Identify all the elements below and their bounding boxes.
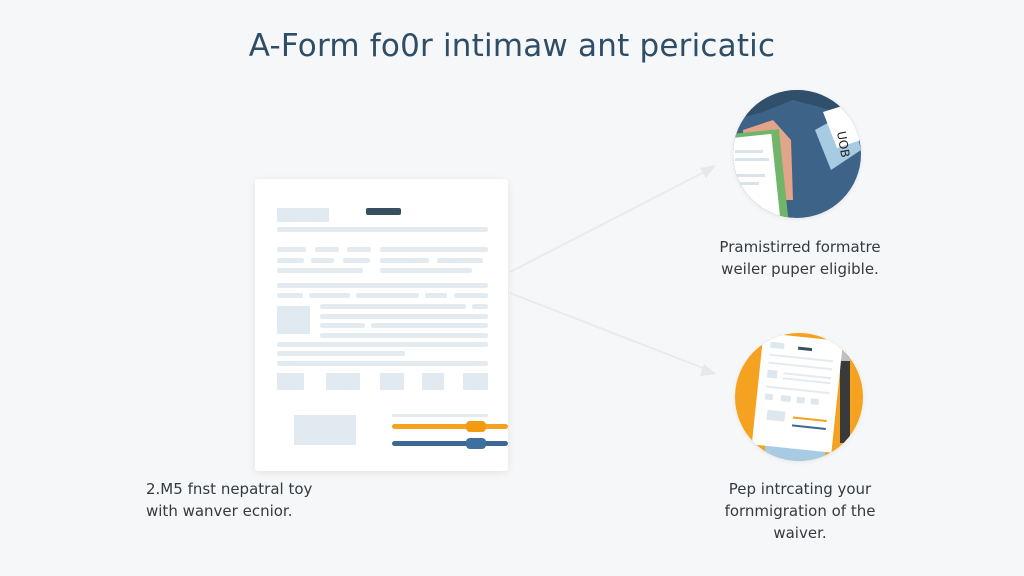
- blue-slider[interactable]: [392, 441, 508, 446]
- form-line: [472, 304, 488, 309]
- form-checkbox[interactable]: [277, 373, 304, 390]
- form-line: [356, 293, 419, 298]
- left-caption: 2.M5 fnst nepatral toy with wanver ecnio…: [146, 478, 312, 522]
- form-header-mark: [366, 208, 401, 215]
- form-line: [454, 293, 488, 298]
- form-line: [425, 293, 447, 298]
- page-title: A-Form fo0r intimaw ant pericatic: [248, 28, 776, 64]
- caption-line: waiver.: [773, 524, 827, 542]
- form-line: [315, 247, 339, 252]
- form-line: [277, 258, 304, 263]
- form-line: [277, 268, 363, 273]
- caption-line: weiler puper eligible.: [721, 260, 879, 278]
- form-line: [392, 414, 488, 417]
- form-line: [277, 361, 488, 366]
- form-line: [277, 283, 488, 288]
- form-line: [311, 258, 334, 263]
- hand-holding-form-icon: UOB: [733, 90, 861, 218]
- form-line: [320, 333, 488, 338]
- svg-text:UOB: UOB: [834, 130, 852, 158]
- form-line: [347, 247, 371, 252]
- caption-line: fornmigration of the: [724, 502, 876, 520]
- form-line: [277, 247, 306, 252]
- form-line: [380, 268, 472, 273]
- form-line: [277, 342, 488, 347]
- form-checkbox[interactable]: [422, 373, 444, 390]
- caption-line: 2.M5 fnst nepatral toy: [146, 480, 313, 498]
- form-line: [277, 293, 303, 298]
- form-line: [277, 227, 488, 232]
- form-document-icon: [735, 333, 863, 461]
- bottom-right-caption: Pep intrcating your fornmigration of the…: [712, 478, 888, 544]
- form-checkbox[interactable]: [326, 373, 360, 390]
- form-line: [380, 258, 429, 263]
- form-document: [255, 179, 508, 471]
- blue-slider-handle[interactable]: [466, 438, 486, 449]
- caption-line: Pep intrcating your: [728, 480, 872, 498]
- form-line: [277, 351, 405, 356]
- signature-box[interactable]: [294, 415, 356, 445]
- orange-slider-handle[interactable]: [466, 421, 486, 432]
- form-line: [320, 304, 466, 309]
- form-checkbox[interactable]: [463, 373, 488, 390]
- form-line: [320, 314, 488, 319]
- form-line: [320, 323, 365, 328]
- arrow-head-icon: [700, 364, 716, 376]
- caption-line: with wanver ecnior.: [146, 502, 293, 520]
- arrow-head-icon: [700, 165, 716, 178]
- form-checkbox[interactable]: [380, 373, 404, 390]
- form-line: [309, 293, 350, 298]
- orange-slider[interactable]: [392, 424, 508, 429]
- form-photo-placeholder: [277, 306, 310, 334]
- form-line: [371, 323, 488, 328]
- form-line: [343, 258, 370, 263]
- top-right-caption: Pramistirred formatre weiler puper eligi…: [712, 236, 888, 280]
- form-line: [437, 258, 483, 263]
- form-logo-placeholder: [277, 208, 329, 222]
- form-line: [380, 247, 488, 252]
- caption-line: Pramistirred formatre: [719, 238, 881, 256]
